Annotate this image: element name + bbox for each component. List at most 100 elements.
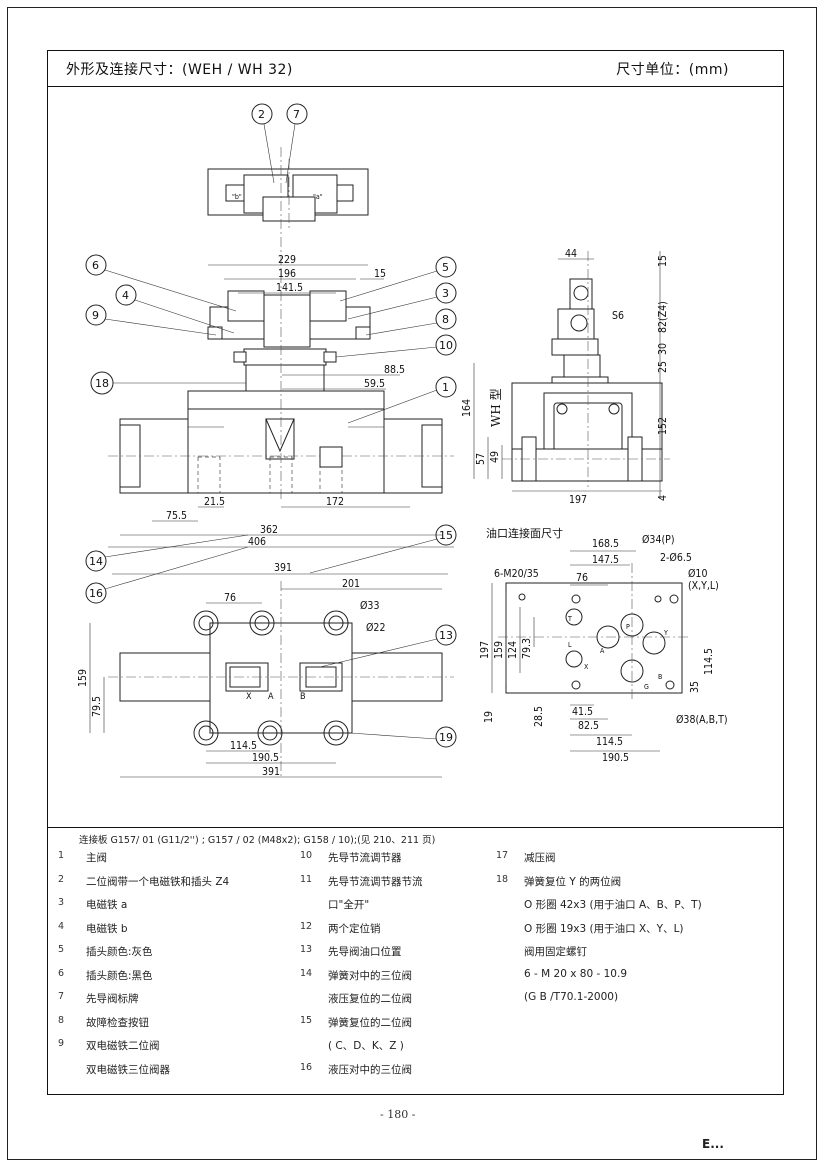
subplate-pattern: 油口连接面尺寸 T P Y L A	[479, 526, 728, 764]
svg-text:14: 14	[89, 555, 103, 568]
svg-text:159: 159	[493, 641, 505, 659]
part-description: O 形圈 19x3 (用于油口 X、Y、L)	[524, 922, 684, 935]
svg-text:Y: Y	[663, 629, 668, 637]
svg-text:A: A	[268, 692, 274, 702]
svg-text:41.5: 41.5	[572, 706, 593, 718]
svg-text:19: 19	[483, 711, 495, 723]
svg-text:16: 16	[89, 587, 103, 600]
part-description: 液压对中的三位阀	[328, 1063, 412, 1076]
svg-text:159: 159	[77, 669, 89, 687]
svg-text:WH 型: WH 型	[489, 388, 503, 427]
svg-text:172: 172	[326, 496, 344, 508]
svg-text:168.5: 168.5	[592, 538, 619, 550]
part-description: 电磁铁 b	[86, 922, 128, 935]
part-description: 电磁铁 a	[86, 899, 128, 911]
svg-text:6-M20/35: 6-M20/35	[494, 568, 539, 580]
svg-text:4: 4	[657, 495, 669, 501]
part-description: 液压复位的二位阀	[328, 993, 412, 1005]
svg-text:82(Z4): 82(Z4)	[657, 301, 669, 333]
part-description: 阀用固定螺钉	[524, 946, 587, 958]
part-description: 弹簧复位的二位阀	[328, 1016, 412, 1029]
svg-text:79.3: 79.3	[521, 638, 533, 659]
part-description: 口"全开"	[328, 899, 370, 911]
svg-text:57: 57	[475, 453, 487, 465]
svg-text:Ø34(P): Ø34(P)	[642, 534, 675, 546]
page-title: 外形及连接尺寸：(WEH / WH 32)	[66, 62, 293, 78]
part-description: 先导阀油口位置	[328, 946, 402, 958]
part-description: (G B /T70.1-2000)	[524, 991, 619, 1003]
svg-text:6: 6	[92, 259, 99, 272]
part-description: 二位阀带一个电磁铁和插头 Z4	[86, 875, 230, 888]
callouts-top: 2 7	[251, 103, 308, 184]
svg-text:S6: S6	[612, 310, 624, 322]
svg-text:35: 35	[689, 681, 701, 693]
svg-text:44: 44	[565, 248, 577, 260]
svg-text:406: 406	[248, 536, 266, 548]
part-number: 7	[58, 991, 65, 1002]
svg-text:82.5: 82.5	[578, 720, 599, 732]
svg-text:229: 229	[278, 254, 296, 266]
svg-text:124: 124	[507, 641, 519, 659]
svg-text:147.5: 147.5	[592, 554, 619, 566]
svg-text:Ø10: Ø10	[688, 568, 707, 580]
svg-text:A: A	[600, 647, 605, 655]
part-description: 双电磁铁三位阀器	[86, 1063, 170, 1076]
part-number: 4	[58, 920, 65, 932]
callouts-front: 6 5 4 3 9 8 10 18 1 14 15	[85, 254, 457, 604]
svg-text:59.5: 59.5	[364, 378, 385, 390]
svg-text:B: B	[658, 673, 662, 681]
svg-text:18: 18	[95, 377, 109, 390]
part-number: 5	[58, 944, 65, 955]
part-number: 17	[496, 850, 509, 861]
svg-text:B: B	[300, 692, 306, 702]
plan-view: X A B 201 76 Ø33 Ø22 159 79.5 114.5 190.…	[77, 578, 457, 778]
svg-text:X: X	[584, 663, 589, 671]
svg-text:391: 391	[274, 562, 292, 574]
part-number: 11	[300, 873, 313, 885]
part-number: 12	[300, 920, 313, 932]
svg-text:Ø33: Ø33	[360, 600, 379, 612]
callout-7: 7	[293, 108, 300, 121]
svg-text:76: 76	[576, 572, 588, 584]
part-number: 18	[496, 873, 509, 885]
svg-text:13: 13	[439, 629, 453, 642]
svg-text:197: 197	[479, 641, 491, 659]
part-number: 3	[58, 897, 65, 908]
part-number: 1	[58, 850, 65, 861]
drawing-svg: "b" "a" 2 7	[77, 103, 728, 778]
part-description: 6 - M 20 x 80 - 10.9	[524, 967, 627, 980]
svg-text:5: 5	[442, 261, 449, 274]
title-bar: 外形及连接尺寸：(WEH / WH 32) 尺寸单位：(mm)	[48, 51, 783, 87]
side-view: 44 15 S6 82(Z4) 30 25 164 WH 型 152 57 49…	[461, 248, 670, 506]
svg-text:28.5: 28.5	[533, 706, 545, 727]
svg-text:10: 10	[439, 339, 453, 352]
part-description: 插头颜色:灰色	[86, 946, 153, 958]
page-border	[7, 7, 817, 1160]
svg-text:75.5: 75.5	[166, 510, 187, 522]
svg-text:(X,Y,L): (X,Y,L)	[688, 580, 719, 592]
svg-text:164: 164	[461, 399, 473, 417]
svg-text:4: 4	[122, 289, 129, 302]
part-number: 8	[58, 1014, 65, 1026]
svg-text:79.5: 79.5	[91, 696, 103, 717]
svg-text:152: 152	[657, 417, 669, 435]
technical-drawing: "b" "a" 2 7	[48, 87, 783, 846]
part-number: 10	[300, 850, 313, 861]
footer-mark: E...	[702, 1137, 724, 1151]
part-number: 9	[58, 1038, 65, 1049]
svg-text:15: 15	[439, 529, 453, 542]
part-number: 13	[300, 944, 313, 955]
svg-text:2-Ø6.5: 2-Ø6.5	[660, 552, 692, 564]
part-description: 两个定位销	[328, 922, 381, 935]
part-number: 14	[300, 967, 313, 979]
svg-text:9: 9	[92, 309, 99, 322]
svg-text:T: T	[567, 615, 572, 623]
svg-text:201: 201	[342, 578, 360, 590]
part-description: ( C、D、K、Z )	[328, 1040, 404, 1052]
part-number: 2	[58, 873, 65, 885]
svg-text:P: P	[626, 623, 630, 631]
svg-text:15: 15	[374, 268, 386, 280]
subplate-note: 连接板 G157/ 01 (G11/2'') ; G157 / 02 (M48x…	[79, 835, 436, 846]
svg-text:25: 25	[657, 361, 669, 373]
